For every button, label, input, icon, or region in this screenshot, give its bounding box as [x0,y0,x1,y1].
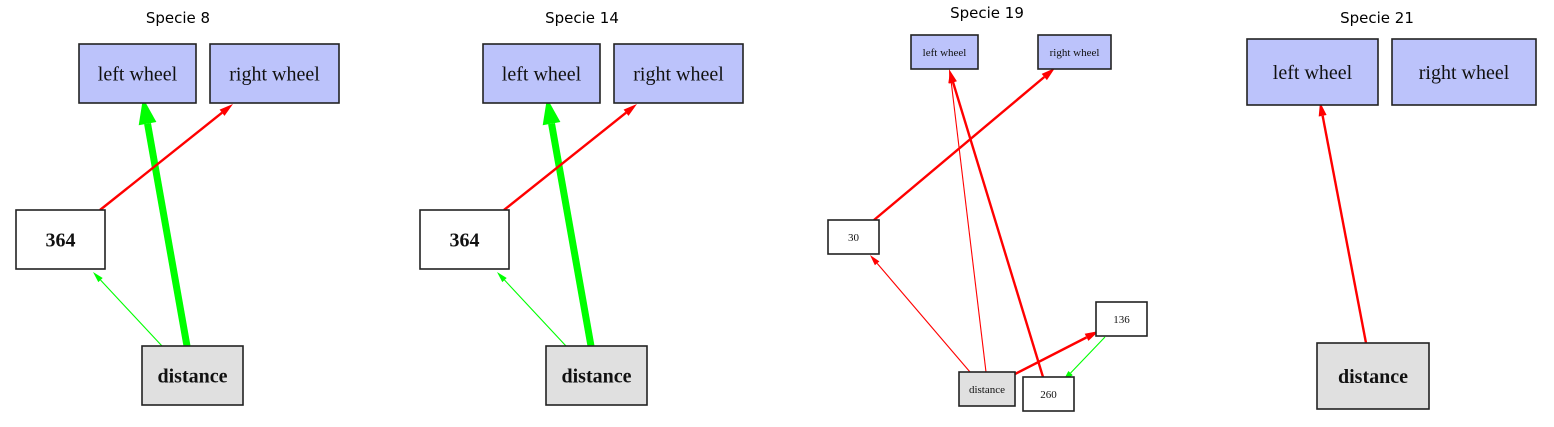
arrowhead [497,272,507,283]
node-label: 364 [450,230,480,252]
specie-19-node-30: 30 [827,219,880,255]
arrowhead [623,104,637,116]
specie-19-node-136: 136 [1095,301,1148,337]
node-box [15,209,106,270]
arrowhead [949,69,957,84]
node-label: 30 [848,232,860,244]
edge-line [504,279,567,347]
specie-19-node-distance: distance [958,371,1016,407]
node-box [1316,342,1430,410]
edge-line [1321,115,1368,344]
node-label: distance [158,366,228,388]
arrowhead [1041,68,1055,81]
specie-14-title: Specie 14 [545,9,619,27]
node-box [1391,38,1537,106]
node-label: 364 [46,230,76,252]
specie-19-edge-h260-to-lw [949,69,1045,378]
node-box [78,43,197,104]
specie-8-node-left-wheel: left wheel [78,43,197,104]
node-label: left wheel [98,64,178,86]
specie-19-edge-h136-to-h260 [1063,336,1106,381]
specie-19-title: Specie 19 [950,4,1024,22]
node-label: 136 [1113,314,1130,326]
node-label: left wheel [1273,62,1353,84]
specie-8-edge-d-to-h [93,272,163,347]
node-label: distance [1338,366,1408,388]
node-box [141,345,244,406]
node-box [1037,34,1112,70]
node-label: right wheel [633,64,724,86]
edge-line [503,111,627,211]
specie-21-node-right-wheel: right wheel [1391,38,1537,106]
arrowhead [542,98,561,126]
specie-19-edge-d-to-h136 [1014,331,1099,376]
arrowhead [870,255,880,266]
node-box [209,43,340,104]
node-box [613,43,744,104]
specie-8-edge-h-to-rw [99,104,233,211]
edge-line [876,263,971,373]
node-label: left wheel [923,47,967,59]
node-box [545,345,648,406]
specie-14-edge-d-to-h [497,272,567,347]
specie-21-node-left-wheel: left wheel [1246,38,1379,106]
specie-21-node-distance: distance [1316,342,1430,410]
specie-14-node-left-wheel: left wheel [482,43,601,104]
edge-line [144,122,191,347]
specie-19-edge-d-to-h30 [870,255,971,373]
specie-8-node-364: 364 [15,209,106,270]
node-box [1246,38,1379,106]
edge-line [1014,336,1088,376]
node-label: distance [969,384,1005,396]
specie-14-node-right-wheel: right wheel [613,43,744,104]
edge-line [548,122,595,347]
node-label: right wheel [229,64,320,86]
edge-line [950,82,987,373]
node-box [1095,301,1148,337]
specie-19-node-260: 260 [1022,376,1075,412]
node-label: 260 [1040,389,1057,401]
node-box [1022,376,1075,412]
specie-14-edge-h-to-rw [503,104,637,211]
node-label: right wheel [1050,47,1100,59]
specie-14-edge-d-to-lw [542,98,595,347]
specie-8-node-right-wheel: right wheel [209,43,340,104]
edge-line [1070,336,1106,374]
specie-21-edge-d-to-lw [1318,102,1368,344]
node-box [419,209,510,270]
specie-21-title: Specie 21 [1340,9,1414,27]
arrowhead [219,104,233,116]
node-box [827,219,880,255]
node-box [482,43,601,104]
arrowhead [138,98,157,126]
node-label: right wheel [1419,62,1510,84]
node-label: left wheel [502,64,582,86]
edge-line [951,82,1045,378]
node-box [958,371,1016,407]
specie-14-node-distance: distance [545,345,648,406]
node-label: distance [562,366,632,388]
edge-line [99,111,223,211]
specie-8-title: Specie 8 [146,9,210,27]
specie-19-node-left-wheel: left wheel [910,34,979,70]
edge-line [100,279,163,347]
node-box [910,34,979,70]
specie-14-node-364: 364 [419,209,510,270]
specie-8-node-distance: distance [141,345,244,406]
arrowhead [93,272,103,283]
specie-19-node-right-wheel: right wheel [1037,34,1112,70]
specie-8-edge-d-to-lw [138,98,191,347]
specie-19-edge-d-to-lw [948,72,987,373]
